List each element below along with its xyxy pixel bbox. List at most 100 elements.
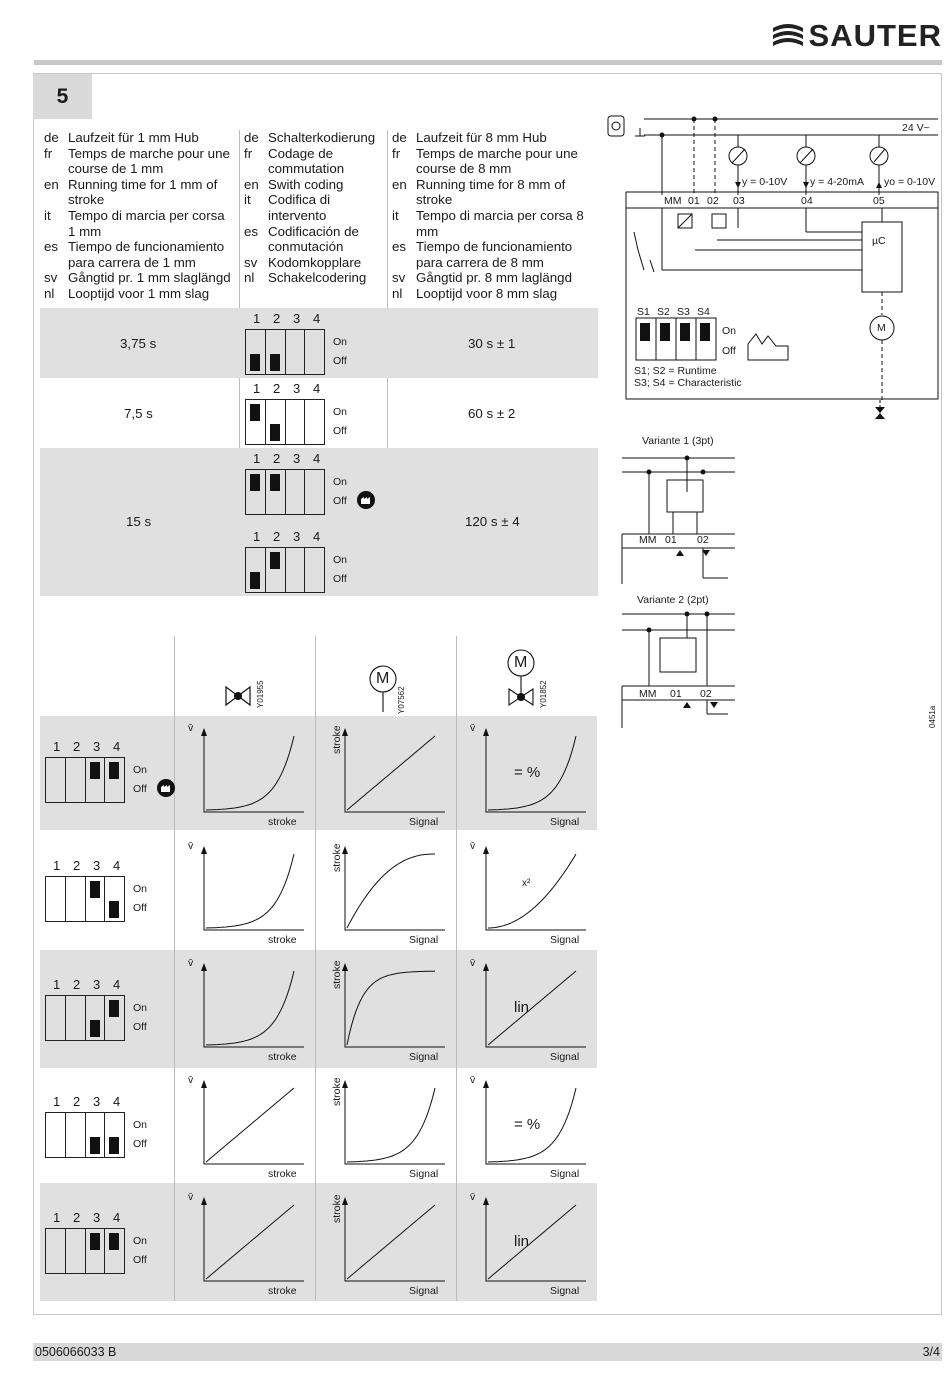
lang-text: Running time for 8 mm of stroke: [416, 176, 566, 208]
switch-slot: [266, 470, 286, 514]
header-rule: [34, 60, 942, 65]
characteristic-curve: [346, 853, 435, 929]
switch-number: 1: [53, 977, 61, 992]
characteristic-curve: [488, 853, 577, 929]
switch-knob: [109, 1000, 120, 1017]
switch-slot: [105, 1229, 124, 1273]
lang-text: Running time for 1 mm of stroke: [68, 176, 218, 208]
page-footer: 0506066033 B 3/4: [33, 1343, 942, 1361]
lang-row: it Tempo di marcia per corsa 1 mm: [44, 208, 234, 239]
runtime-8mm: 120 s ± 4: [465, 514, 520, 529]
switch-slot: [86, 996, 106, 1040]
axis-label-signal: Signal: [409, 816, 439, 828]
switch-knob: [89, 1233, 100, 1250]
axis-label-signal: Signal: [550, 1168, 580, 1180]
lang-text: Tempo di marcia per corsa 1 mm: [68, 207, 225, 239]
lang-code: it: [392, 207, 399, 223]
char-row-band: [40, 716, 597, 830]
lang-code: nl: [392, 285, 403, 301]
switch-number: 3: [93, 858, 101, 873]
chart-axes: [344, 848, 445, 931]
characteristic-chart: [342, 728, 445, 813]
switch-knob: [269, 354, 280, 371]
char-row-band: [40, 950, 597, 1068]
device-code: Y01852: [539, 680, 548, 708]
switch-box: [245, 469, 325, 515]
axis-label-v: v̄: [188, 957, 194, 969]
lang-text: Schalterkodierung: [268, 130, 376, 145]
controller-label: µC: [872, 235, 886, 247]
col-divider: [174, 636, 175, 1301]
switch-slot: [305, 330, 324, 374]
switch-off-label: Off: [333, 355, 347, 367]
switch-number: 4: [113, 977, 121, 992]
wiring-diagram: [607, 115, 939, 728]
characteristic-type: = %: [514, 1116, 541, 1133]
axis-arrow: [342, 1197, 348, 1205]
terminal-label: 02: [697, 534, 709, 546]
switch-on-label: On: [133, 883, 148, 895]
switch-slot: [86, 1229, 106, 1273]
axis-label-v: v̄: [188, 1074, 194, 1086]
chart-axes: [485, 848, 586, 931]
switch-knob: [269, 424, 280, 441]
switch-number: 4: [313, 311, 321, 326]
doc-number: 0506066033 B: [35, 1345, 117, 1359]
axis-label-stroke: stroke: [268, 1168, 297, 1180]
axis-arrow: [342, 963, 348, 971]
characteristic-curve: [346, 1204, 436, 1280]
characteristic-curve: [487, 1087, 577, 1163]
switch-on-label: On: [333, 406, 348, 418]
switch-number: 2: [273, 451, 281, 466]
lang-text: Kodomkopplare: [268, 254, 362, 270]
chart-axes: [203, 730, 304, 813]
lang-code: es: [244, 223, 259, 239]
axis-label-signal: Signal: [550, 816, 580, 828]
switch-number: 4: [313, 529, 321, 544]
chart-axes: [485, 965, 586, 1048]
axis-label-signal: Signal: [550, 934, 580, 946]
switch-label: S4: [697, 306, 710, 318]
lang-text: Codage de commutation: [268, 145, 345, 177]
lang-text: Temps de marche pour une course de 8 mm: [416, 145, 578, 177]
switch-number: 3: [93, 739, 101, 754]
terminal-label: 04: [801, 195, 813, 207]
characteristic-chart: [201, 728, 304, 813]
switch-slot: [66, 996, 86, 1040]
lang-code: en: [244, 176, 259, 192]
terminal-label: 03: [733, 195, 745, 207]
terminal-label: 02: [707, 195, 719, 207]
characteristic-chart: [342, 846, 445, 931]
switch-box: [45, 757, 125, 803]
lang-code: nl: [244, 270, 255, 286]
chart-axes: [203, 1199, 304, 1282]
characteristic-type: lin: [514, 1233, 530, 1250]
characteristic-chart: [201, 963, 304, 1048]
switch-number: 1: [253, 529, 261, 544]
switch-off-label: Off: [722, 345, 736, 357]
axis-label-v: v̄: [470, 1191, 476, 1203]
switch-slot: [46, 1113, 66, 1157]
characteristic-curve: [205, 1204, 295, 1280]
switch-number: 2: [273, 381, 281, 396]
switch-slot: [305, 400, 324, 444]
lang-code: it: [44, 207, 51, 223]
switch-off-label: Off: [133, 1138, 147, 1150]
col-divider: [315, 636, 316, 1301]
valve-motor-icon: [507, 649, 535, 707]
switch-off-label: Off: [333, 425, 347, 437]
switch-slot: [86, 1113, 106, 1157]
switch-slot: [46, 1229, 66, 1273]
